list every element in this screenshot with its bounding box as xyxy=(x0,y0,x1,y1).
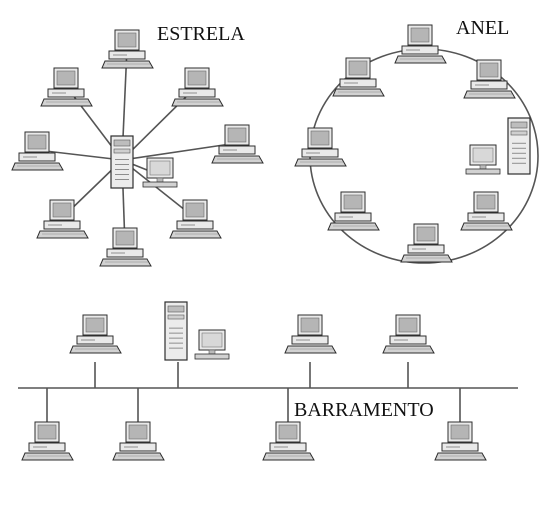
ring-topology-label: ANEL xyxy=(456,17,509,39)
monitor-icon xyxy=(465,144,501,175)
ring-workstation-icon xyxy=(460,191,513,231)
star-workstation-icon xyxy=(169,199,222,239)
server-tower-icon xyxy=(164,301,188,361)
ring-workstation-icon xyxy=(463,59,516,99)
bus-workstation-icon xyxy=(284,314,337,354)
monitor-icon xyxy=(194,329,230,360)
connection-lines xyxy=(18,47,539,426)
bus-workstation-icon xyxy=(69,314,122,354)
ring-workstation-icon xyxy=(327,191,380,231)
bus-workstation-icon xyxy=(112,421,165,461)
star-link xyxy=(36,149,123,161)
star-topology-label: ESTRELA xyxy=(157,23,245,45)
ring-workstation-icon xyxy=(332,57,385,97)
star-workstation-icon xyxy=(11,131,64,171)
server-tower-icon xyxy=(507,117,531,175)
server-tower-icon xyxy=(110,135,134,189)
star-link xyxy=(121,85,198,161)
bus-workstation-icon xyxy=(21,421,74,461)
ring-workstation-icon xyxy=(400,223,453,263)
star-workstation-icon xyxy=(211,124,264,164)
devices xyxy=(11,24,531,461)
star-link xyxy=(121,142,238,161)
ring-workstation-icon xyxy=(394,24,447,64)
star-workstation-icon xyxy=(171,67,224,107)
monitor-icon xyxy=(142,157,178,188)
bus-workstation-icon xyxy=(262,421,315,461)
star-workstation-icon xyxy=(99,227,152,267)
bus-workstation-icon xyxy=(434,421,487,461)
ring-workstation-icon xyxy=(294,127,347,167)
bus-topology-label: BARRAMENTO xyxy=(294,399,434,421)
star-workstation-icon xyxy=(40,67,93,107)
star-workstation-icon xyxy=(101,29,154,69)
star-workstation-icon xyxy=(36,199,89,239)
bus-workstation-icon xyxy=(382,314,435,354)
